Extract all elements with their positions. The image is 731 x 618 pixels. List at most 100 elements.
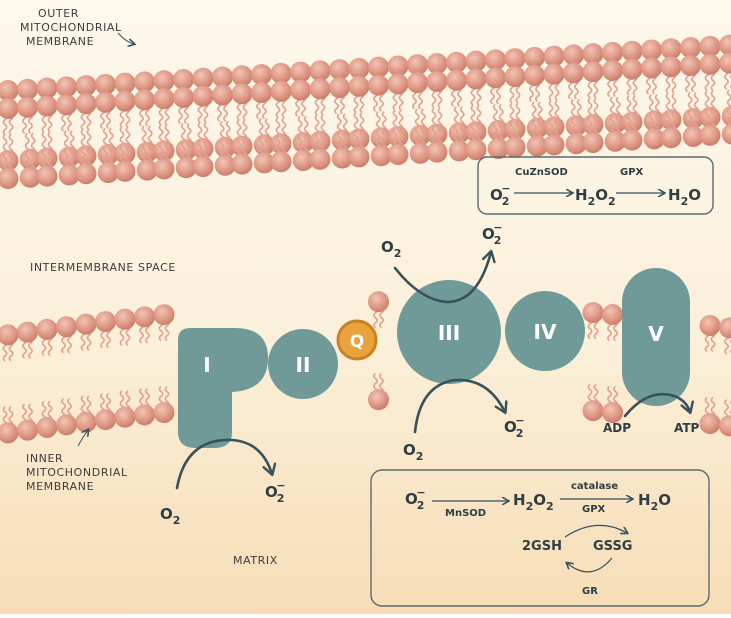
outer-lipid-upper-head: [251, 64, 272, 85]
o2-complex-i: O2: [160, 505, 180, 527]
outer-lipid-lower-head: [37, 166, 58, 187]
inner-lipid-lower-head: [37, 417, 58, 438]
outer-lipid-lower-head: [388, 144, 409, 165]
inner-lipid-lower-head: [0, 422, 19, 443]
outer-lipid-upper-head: [446, 52, 467, 73]
outer-lipid-upper2-head: [17, 97, 38, 118]
outer-lipid-upper2-head: [505, 66, 526, 87]
catalase-label: catalase: [571, 481, 618, 492]
inner-lipid-upper-head: [368, 291, 389, 312]
outer-lipid-lower2-head: [349, 128, 370, 149]
outer-lipid-upper-head: [115, 73, 136, 94]
outer-lipid-upper-head: [329, 59, 350, 80]
gsh-label: 2GSH: [522, 539, 562, 554]
outer-lipid-upper-head: [0, 80, 19, 101]
adp-label: ADP: [603, 421, 631, 435]
outer-lipid-lower-head: [310, 149, 331, 170]
outer-lipid-upper2-head: [193, 86, 214, 107]
outer-lipid-lower-head: [544, 134, 565, 155]
gsh-to-gssg-arrow: [565, 525, 627, 537]
outer-lipid-lower2-head: [115, 143, 136, 164]
outer-lipid-lower2-head: [544, 116, 565, 137]
outer-lipid-lower-head: [661, 127, 682, 148]
outer-lipid-upper-head: [661, 38, 682, 59]
outer-lipid-lower-head: [193, 156, 214, 177]
outer-lipid-upper2-head: [388, 73, 409, 94]
complex-iv-label: IV: [534, 320, 557, 344]
svg-text:OUTER: OUTER: [38, 7, 79, 20]
outer-lipid-upper2-head: [446, 70, 467, 91]
complex-iii-lower-arrow: [415, 380, 505, 432]
inner-lipid-upper-head: [154, 304, 175, 325]
outer-lipid-upper2-head: [232, 83, 253, 104]
superoxide-complex-iii-upper: O2−: [482, 221, 503, 247]
outer-lipid-lower2-head: [427, 124, 448, 145]
outer-lipid-upper2-head: [641, 58, 662, 79]
outer-lipid-upper2-head: [0, 98, 19, 119]
inner-lipid-lower-head: [602, 402, 623, 423]
outer-lipid-upper-head: [173, 69, 194, 90]
outer-lipid-upper-head: [154, 70, 175, 91]
h2o2-bottom-box: H2O2: [513, 491, 554, 513]
outer-lipid-upper-head: [719, 35, 731, 56]
outer-lipid-upper2-head: [563, 62, 584, 83]
inner-lipid-lower-head: [134, 404, 155, 425]
outer-lipid-upper-head: [310, 60, 331, 81]
outer-lipid-upper2-head: [661, 56, 682, 77]
outer-lipid-upper-head: [700, 36, 721, 57]
atp-label: ATP: [674, 421, 700, 435]
superoxide-bottom-box: O2−: [405, 486, 426, 512]
outer-lipid-upper-head: [505, 48, 526, 69]
outer-lipid-upper2-head: [680, 55, 701, 76]
outer-lipid-upper-head: [388, 55, 409, 76]
outer-lipid-upper2-head: [251, 82, 272, 103]
outer-lipid-upper2-head: [602, 60, 623, 81]
outer-membrane: [0, 35, 731, 189]
outer-lipid-upper-head: [232, 65, 253, 86]
svg-text:INNER: INNER: [26, 452, 63, 465]
outer-lipid-upper2-head: [95, 92, 116, 113]
outer-lipid-upper2-head: [134, 89, 155, 110]
outer-lipid-upper-head: [466, 51, 487, 72]
outer-lipid-upper2-head: [485, 67, 506, 88]
inner-lipid-lower-head: [115, 407, 136, 428]
inner-lipid-upper-head: [0, 324, 19, 345]
outer-membrane-pointer: [118, 33, 134, 44]
outer-lipid-upper-head: [563, 44, 584, 65]
svg-text:MITOCHONDRIAL: MITOCHONDRIAL: [26, 466, 128, 479]
outer-lipid-upper-head: [95, 74, 116, 95]
outer-lipid-upper2-head: [368, 75, 389, 96]
outer-lipid-upper2-head: [583, 61, 604, 82]
outer-lipid-upper2-head: [700, 54, 721, 75]
outer-lipid-lower2-head: [622, 112, 643, 133]
outer-lipid-upper-head: [680, 37, 701, 58]
outer-lipid-lower-head: [505, 137, 526, 158]
outer-lipid-upper-head: [583, 43, 604, 64]
h2o2-top-box: H2O2: [575, 186, 616, 208]
superoxide-complex-i: O2−: [265, 479, 286, 505]
inner-lipid-lower-head: [719, 415, 731, 436]
outer-lipid-upper-head: [427, 53, 448, 74]
outer-lipid-upper-head: [602, 42, 623, 63]
outer-lipid-lower2-head: [232, 136, 253, 157]
outer-lipid-upper2-head: [427, 71, 448, 92]
outer-lipid-lower2-head: [700, 107, 721, 128]
outer-lipid-lower-head: [76, 163, 97, 184]
outer-lipid-lower-head: [427, 142, 448, 163]
outer-lipid-upper-head: [212, 66, 233, 87]
complex-i-label: I: [203, 353, 210, 377]
outer-lipid-lower2-head: [76, 145, 97, 166]
inner-lipid-lower-head: [700, 413, 721, 434]
svg-text:MITOCHONDRIAL: MITOCHONDRIAL: [20, 21, 122, 34]
outer-lipid-upper-head: [407, 54, 428, 75]
inner-lipid-upper-head: [115, 309, 136, 330]
outer-lipid-upper2-head: [271, 81, 292, 102]
gssg-label: GSSG: [593, 539, 632, 554]
inner-lipid-lower-head: [17, 420, 38, 441]
outer-lipid-lower2-head: [661, 109, 682, 130]
svg-text:MEMBRANE: MEMBRANE: [26, 480, 94, 493]
inner-lipid-upper-head: [700, 315, 721, 336]
matrix-label: MATRIX: [233, 554, 278, 567]
outer-lipid-lower-head: [622, 130, 643, 151]
